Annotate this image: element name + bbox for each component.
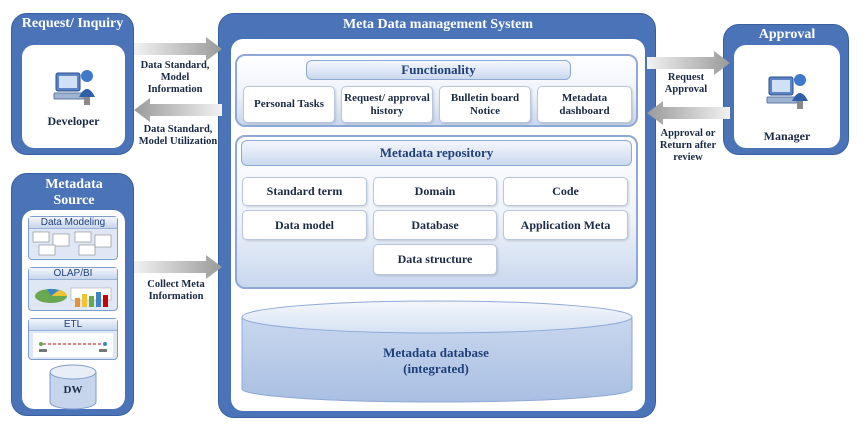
dw-database-icon <box>49 364 97 410</box>
database-box: Database <box>373 210 497 240</box>
functionality-section: Functionality Personal Tasks Request/ ap… <box>235 54 638 127</box>
request-approval-label: Request Approval <box>664 72 708 95</box>
request-approval-history-box: Request/ approval history <box>341 86 433 123</box>
olap-bi-card: OLAP/BI <box>28 267 118 311</box>
approval-return-label: Approval or Return after review <box>659 128 717 163</box>
bulletin-board-notice-box: Bulletin board Notice <box>439 86 531 123</box>
data-structure-box: Data structure <box>373 244 497 275</box>
meta-data-management-system-panel: Meta Data management System Functionalit… <box>218 13 656 418</box>
metadata-source-title: Metadata Source <box>45 177 103 208</box>
etl-label: ETL <box>29 319 117 331</box>
developer-box: Developer <box>22 45 125 148</box>
data-modeling-label: Data Modeling <box>29 217 117 229</box>
arrow-dev-to-system-icon <box>134 37 222 61</box>
arrow-approval-return-icon <box>647 101 730 125</box>
manager-label: Manager <box>763 129 811 143</box>
approval-panel: Approval Manager <box>723 24 849 155</box>
system-body: Functionality Personal Tasks Request/ ap… <box>231 39 645 411</box>
metadata-source-box: Data Modeling OLAP/BI <box>22 210 125 410</box>
computer-user-icon <box>53 70 95 105</box>
dev-to-system-label: Data Standard, Model Information <box>140 60 210 95</box>
system-to-dev-label: Data Standard, Model Utilization <box>138 124 218 147</box>
request-inquiry-title: Request/ Inquiry <box>21 16 124 31</box>
data-model-box: Data model <box>242 210 367 240</box>
metadata-repository-header: Metadata repository <box>241 140 632 166</box>
metadata-dashboard-box: Metadata dashboard <box>537 86 632 123</box>
data-model-thumbnail-icon <box>32 231 112 256</box>
arrow-collect-meta-icon <box>134 255 222 279</box>
dw-label: DW <box>63 384 83 396</box>
system-title: Meta Data management System <box>342 17 534 32</box>
metadata-source-panel: Metadata Source Data Modeling OLAP/BI <box>11 173 134 416</box>
approval-title: Approval <box>758 27 816 42</box>
olap-bi-label: OLAP/BI <box>29 268 117 280</box>
code-box: Code <box>503 177 628 206</box>
standard-term-box: Standard term <box>242 177 367 206</box>
collect-meta-label: Collect Meta Information <box>147 279 205 302</box>
data-modeling-card: Data Modeling <box>28 216 118 260</box>
domain-box: Domain <box>373 177 497 206</box>
metadata-database-label: Metadata database (integrated) <box>383 345 489 376</box>
developer-label: Developer <box>47 114 100 128</box>
computer-user-icon <box>766 74 808 109</box>
etl-flow-icon <box>33 333 113 357</box>
metadata-repository-section: Metadata repository Standard term Domain… <box>235 135 638 289</box>
application-meta-box: Application Meta <box>503 210 628 240</box>
request-inquiry-panel: Request/ Inquiry Developer <box>11 13 134 155</box>
bi-chart-icon <box>35 287 112 307</box>
metadata-database-cylinder-icon <box>241 300 633 403</box>
arrow-request-approval-icon <box>647 51 730 75</box>
manager-box: Manager <box>734 45 840 148</box>
personal-tasks-box: Personal Tasks <box>243 86 335 123</box>
functionality-header: Functionality <box>306 60 571 80</box>
etl-card: ETL <box>28 318 118 360</box>
arrow-system-to-dev-icon <box>134 98 222 122</box>
